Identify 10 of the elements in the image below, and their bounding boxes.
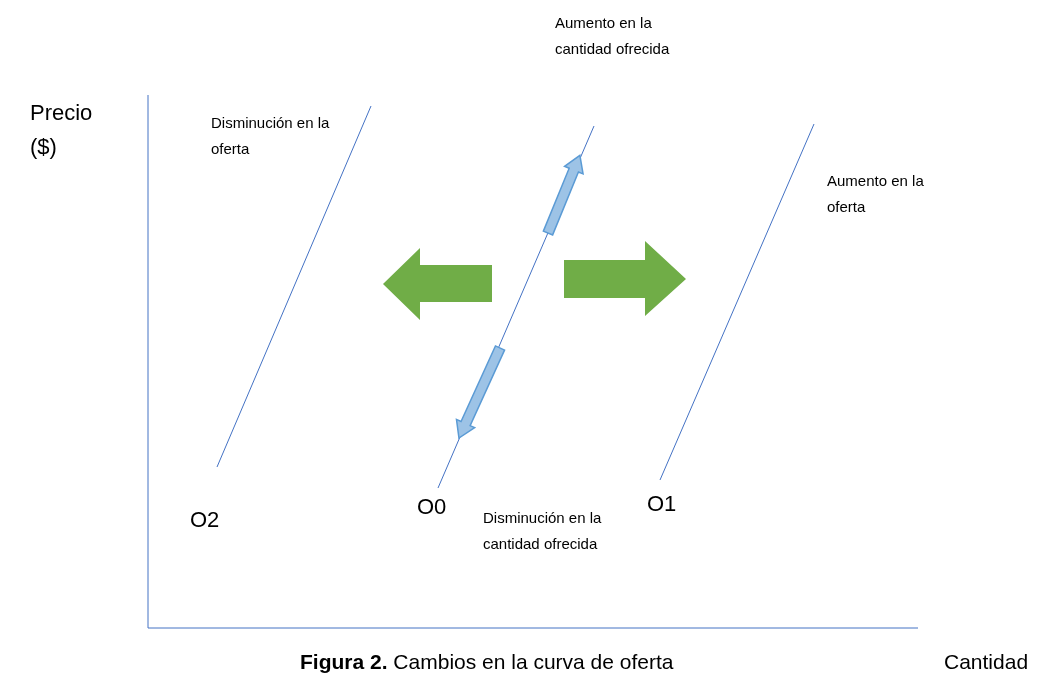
annotation-text: Disminución en la oferta <box>211 113 331 159</box>
annotation-text: Disminución en la cantidad ofrecida <box>483 508 603 554</box>
annotation-text: Aumento en la oferta <box>827 171 925 217</box>
axis-title: Precio ($) <box>30 99 94 161</box>
curve-label: O2 <box>190 506 221 534</box>
axis-title: Cantidad <box>944 649 1030 675</box>
curve-label: O0 <box>417 493 448 521</box>
curve-label: O1 <box>647 490 678 518</box>
annotation-text: Aumento en la cantidad ofrecida <box>555 13 671 59</box>
figure-caption: Figura 2. Cambios en la curva de oferta <box>300 649 674 675</box>
